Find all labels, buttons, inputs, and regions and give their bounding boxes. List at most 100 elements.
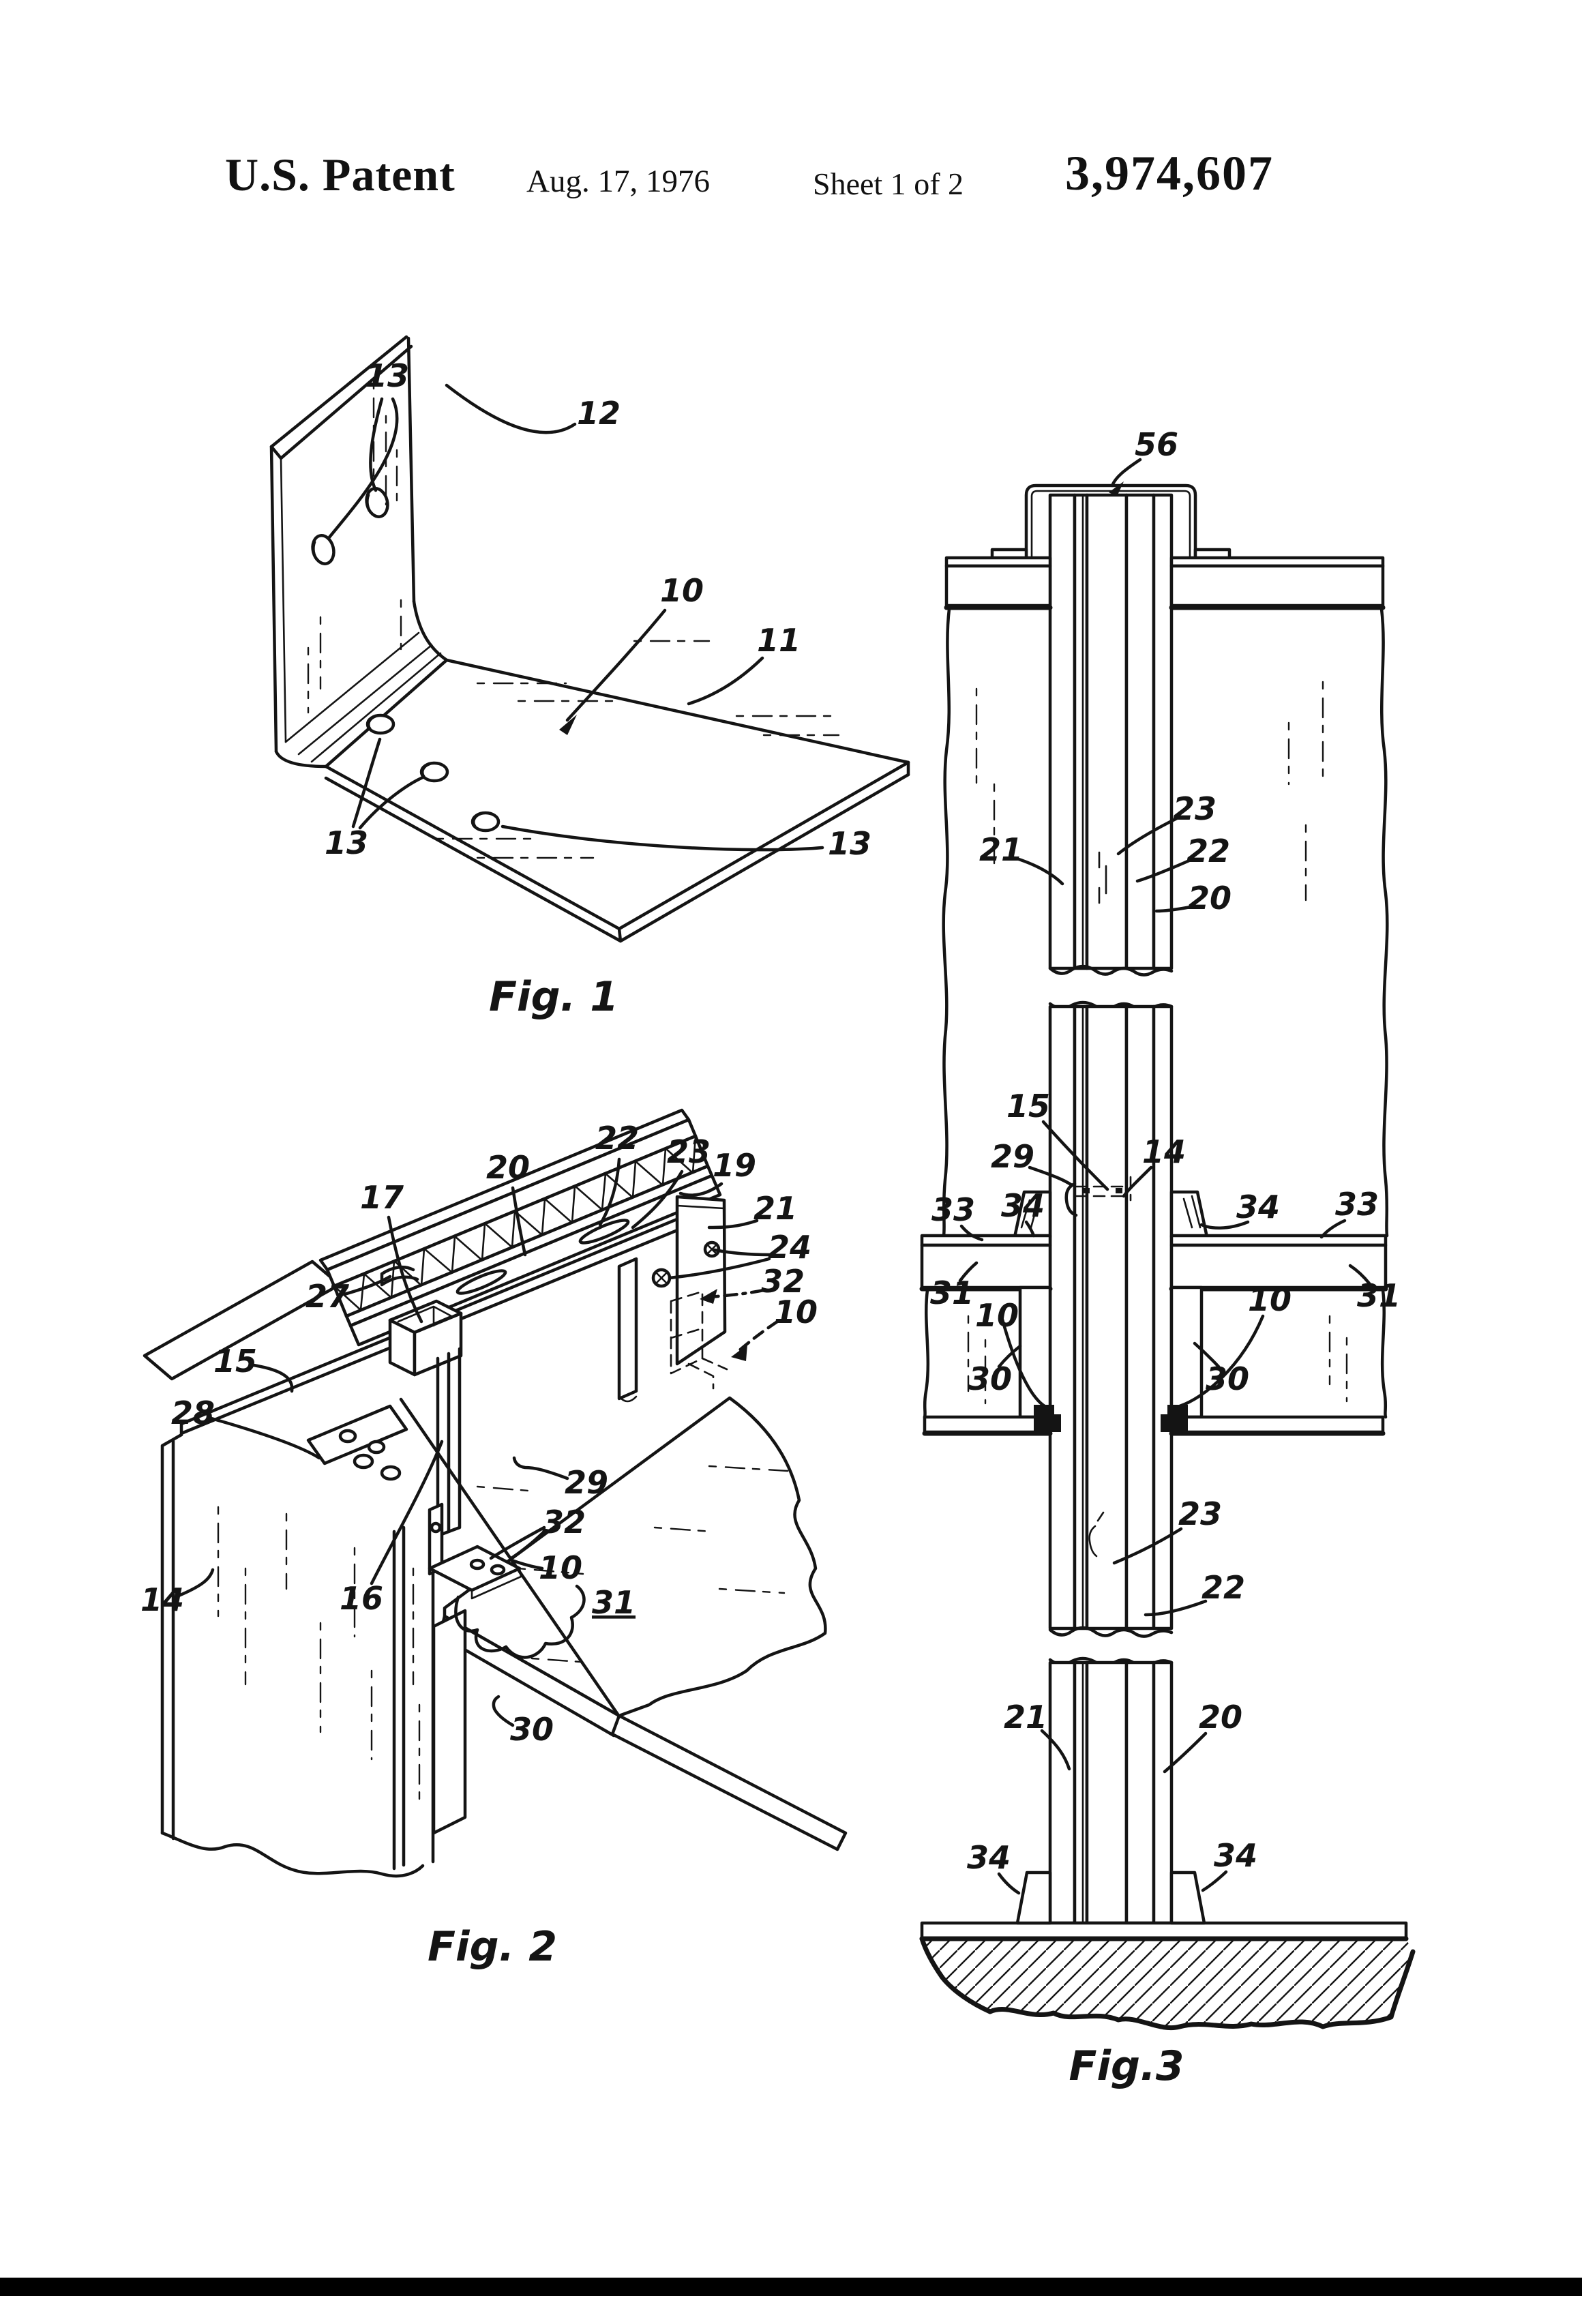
break-edge-1 — [1048, 964, 1174, 977]
fig3-ref-30l: 30 — [968, 1360, 1012, 1397]
bracket-holes — [311, 487, 501, 833]
vertical-plate-left-edge-inner — [280, 457, 287, 743]
vertical-plate-top-edge-inner — [279, 344, 413, 460]
fold-line-2 — [297, 644, 433, 756]
fold-left-cap — [274, 749, 328, 769]
issue-date: Aug. 17, 1976 — [526, 164, 710, 199]
fig3-ref-31l: 31 — [930, 1275, 974, 1311]
arrowhead-10 — [559, 715, 577, 735]
fig3-ref-33l: 33 — [931, 1191, 975, 1228]
panel-30-right — [1169, 1285, 1204, 1419]
fig2-ref-30: 30 — [510, 1711, 554, 1748]
fig2-ref-29: 29 — [565, 1464, 608, 1501]
fig1-ref-13-left: 13 — [325, 824, 368, 861]
figure-2-drawing: 17 20 22 23 19 21 24 32 10 27 15 28 14 1… — [140, 1108, 848, 1971]
foot-bracket-right — [1161, 1405, 1188, 1432]
panel-face — [675, 1195, 727, 1366]
fig1-ref-11: 11 — [757, 622, 801, 659]
foot-bracket-left — [1034, 1405, 1061, 1432]
fig2-ref-15: 15 — [213, 1343, 257, 1380]
horizontal-plate-near-edge — [324, 764, 621, 931]
fig2-ref-22: 22 — [595, 1120, 639, 1157]
hidden-foot-dashed — [687, 1357, 728, 1390]
vertical-plate-left-edge — [269, 445, 278, 754]
fig2-ref-20: 20 — [486, 1149, 530, 1186]
horizontal-plate-far-edge — [445, 658, 910, 764]
wedge-34-bottom-left — [1015, 1871, 1052, 1925]
patent-number: 3,974,607 — [1065, 146, 1274, 200]
fig3-ref-22u: 22 — [1186, 833, 1230, 869]
fig2-ref-14: 14 — [140, 1581, 184, 1618]
fig2-ref-21: 21 — [753, 1190, 797, 1227]
plate-corner — [269, 445, 283, 460]
support-channel-16 — [436, 1347, 462, 1538]
post-channel — [1085, 493, 1129, 970]
fig1-leaders — [327, 383, 824, 852]
fold-line-3 — [310, 652, 442, 763]
panel-top-inner — [676, 1204, 726, 1210]
rail-slot-2 — [578, 1219, 630, 1245]
fig2-caption: Fig. 2 — [428, 1923, 557, 1971]
panel-31-left — [920, 1243, 1052, 1290]
fig2-ref-10a: 10 — [774, 1294, 818, 1330]
wedge-34-right — [1169, 1190, 1209, 1239]
track-left — [923, 1415, 1052, 1434]
fig2-ref-32b: 32 — [542, 1504, 586, 1540]
fig2-ref-24: 24 — [768, 1229, 811, 1266]
fig3-ref-29: 29 — [991, 1138, 1034, 1175]
post-upper-segment — [1048, 493, 1174, 977]
panel-cut-edge — [617, 1257, 638, 1401]
fig2-ref-23: 23 — [667, 1133, 711, 1170]
break-edge-3 — [1048, 1626, 1174, 1638]
stud-edges — [392, 1525, 435, 1871]
fig3-ref-34r: 34 — [1236, 1189, 1280, 1225]
fig3-ref-34br: 34 — [1214, 1837, 1257, 1874]
fold-line-1 — [284, 631, 420, 743]
fig2-ref-16: 16 — [340, 1580, 383, 1617]
fig3-ref-31r: 31 — [1357, 1277, 1401, 1314]
post-core — [1124, 493, 1156, 970]
fold-right-cap — [412, 599, 449, 662]
rail-slot-1 — [456, 1269, 507, 1295]
fig3-leaders — [958, 458, 1371, 1895]
post-middle-segment — [1048, 1000, 1174, 1638]
figure-3-drawing: 56 21 23 22 20 15 29 14 33 34 34 33 31 1… — [919, 426, 1416, 2090]
fold-line-4 — [324, 658, 449, 769]
fig3-ref-34bl: 34 — [967, 1839, 1011, 1876]
wall-torn-bottom — [160, 1831, 425, 1878]
surface-under-edge — [610, 1714, 848, 1851]
wall-tears — [923, 607, 1389, 1419]
lower-wall — [160, 1433, 435, 1878]
lower-panel-30 — [432, 1609, 467, 1835]
fig3-ref-21b: 21 — [1004, 1699, 1047, 1735]
channel-details — [1088, 851, 1107, 1558]
fig2-ref-31: 31 — [592, 1584, 636, 1621]
fig3-ref-10r: 10 — [1248, 1281, 1292, 1318]
fig1-ref-13-right: 13 — [828, 825, 871, 862]
horizontal-plate-thickness — [324, 773, 910, 943]
fig1-caption: Fig. 1 — [489, 973, 618, 1021]
wall-corner-edge — [160, 1433, 183, 1841]
post-skin-right — [1152, 493, 1174, 970]
track-right — [1169, 1415, 1385, 1434]
figure-1-drawing: 13 12 10 11 13 13 Fig. 1 — [269, 335, 910, 1021]
fig2-ref-10b: 10 — [539, 1549, 582, 1586]
vertical-plate-right-edge — [406, 336, 416, 604]
fig2-ref-27: 27 — [305, 1278, 349, 1315]
fig3-ref-20b: 20 — [1199, 1699, 1242, 1735]
fig2-rail-assembly — [143, 1108, 722, 1481]
sheet-number: Sheet 1 of 2 — [813, 166, 964, 201]
fig3-ref-30r: 30 — [1206, 1360, 1249, 1397]
horizontal-plate-right-edge — [617, 760, 910, 931]
bracket-28 — [306, 1404, 408, 1465]
vertical-plate-top-edge — [269, 335, 408, 449]
plate-thickness-ticks — [617, 760, 910, 943]
post-lower-segment — [1048, 1656, 1174, 1925]
underside-hole-2 — [380, 1465, 402, 1481]
fig3-ref-14: 14 — [1142, 1133, 1186, 1170]
fig3-ref-21u: 21 — [979, 831, 1023, 868]
slotted-rail-web — [348, 1174, 722, 1347]
fig2-ref-17: 17 — [360, 1179, 404, 1216]
post-skin-left — [1048, 493, 1077, 970]
fig2-ref-28: 28 — [171, 1395, 215, 1431]
